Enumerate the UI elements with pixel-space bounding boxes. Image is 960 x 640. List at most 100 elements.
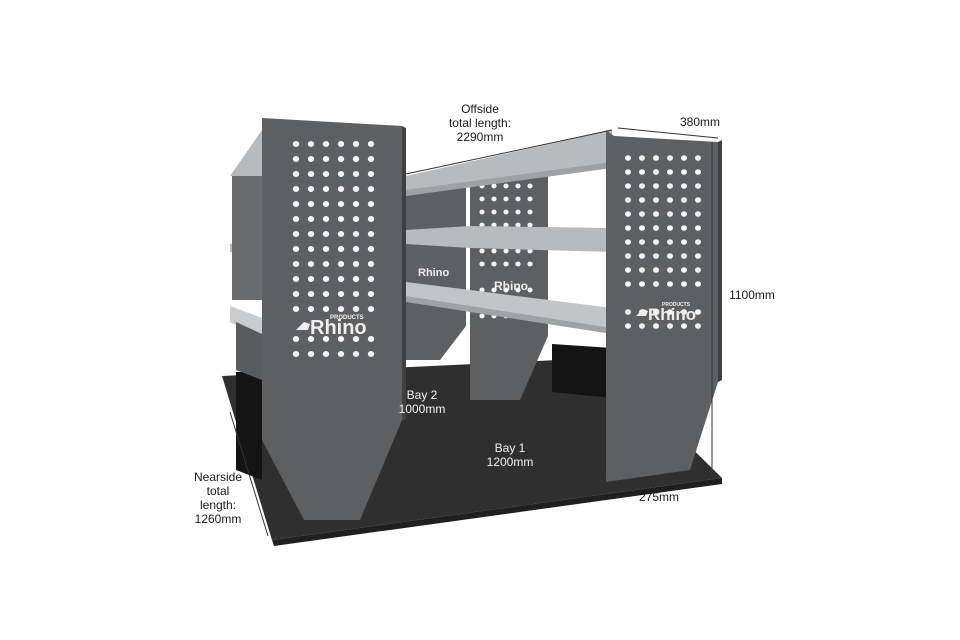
left-shelf-panel-back (232, 176, 262, 300)
perforation-hole (527, 248, 533, 254)
perforation-hole (491, 287, 497, 293)
perforation-hole (292, 156, 300, 162)
perforation-hole (479, 248, 485, 254)
perforation-hole (337, 351, 345, 357)
perforation-hole (681, 197, 687, 203)
perforation-hole (625, 211, 631, 217)
perforation-hole (625, 323, 631, 329)
perforation-hole (681, 239, 687, 245)
perforation-hole (479, 313, 485, 319)
nearside-label-line3: length: (199, 498, 237, 512)
perforation-hole (527, 209, 533, 215)
perforation-hole (337, 216, 345, 222)
perforation-hole (667, 169, 673, 175)
perforation-hole (503, 183, 509, 189)
bay1-label: Bay 1 1200mm (470, 441, 550, 469)
perforation-hole (681, 155, 687, 161)
perforation-hole (681, 267, 687, 273)
perforation-hole (681, 253, 687, 259)
rhino-logo-left-tagline: PRODUCTS (330, 315, 364, 321)
perforation-hole (667, 253, 673, 259)
perforation-hole (625, 225, 631, 231)
perforation-hole (639, 169, 645, 175)
rhino-logo-bay2: Rhino (418, 267, 449, 279)
perforation-hole (292, 201, 300, 207)
rhino-logo-mid: Rhino (494, 279, 528, 293)
left-upright-perforations (292, 141, 375, 357)
perforation-hole (515, 261, 521, 267)
perforation-hole (503, 209, 509, 215)
perforation-hole (681, 225, 687, 231)
bay1-label-name: Bay 1 (494, 441, 526, 455)
perforation-hole (491, 183, 497, 189)
perforation-hole (367, 156, 375, 162)
perforation-hole (322, 201, 330, 207)
bay1-label-value: 1200mm (486, 455, 534, 469)
perforation-hole (667, 211, 673, 217)
depth-dimension-line (617, 127, 719, 139)
perforation-hole (322, 336, 330, 342)
perforation-hole (322, 171, 330, 177)
perforation-hole (337, 246, 345, 252)
perforation-hole (695, 253, 701, 259)
perforation-hole (527, 183, 533, 189)
nearside-label-line1: Nearside (193, 470, 243, 484)
perforation-hole (491, 261, 497, 267)
perforation-hole (667, 225, 673, 231)
offside-length-label: Offside total length: 2290mm (430, 102, 530, 144)
perforation-hole (653, 323, 659, 329)
shelf-middle (406, 226, 612, 252)
perforation-hole (667, 267, 673, 273)
perforation-hole (307, 141, 315, 147)
perforation-hole (367, 186, 375, 192)
base-block-right (552, 344, 612, 398)
perforation-hole (337, 336, 345, 342)
perforation-hole (352, 141, 360, 147)
perforation-hole (681, 309, 687, 315)
perforation-hole (352, 276, 360, 282)
perforation-hole (337, 306, 345, 312)
rhino-logo-right-brand: Rhino (648, 305, 696, 324)
perforation-hole (681, 169, 687, 175)
perforation-hole (367, 141, 375, 147)
perforation-hole (322, 156, 330, 162)
perforation-hole (695, 309, 701, 315)
perforation-hole (367, 201, 375, 207)
perforation-hole (307, 351, 315, 357)
perforation-hole (653, 281, 659, 287)
perforation-hole (307, 306, 315, 312)
base-depth-label: 275mm (638, 490, 679, 504)
left-upright-edge (402, 126, 406, 420)
perforation-hole (695, 323, 701, 329)
perforation-hole (307, 156, 315, 162)
nearside-length-label: Nearside total length: 1260mm (178, 470, 258, 526)
perforation-hole (695, 155, 701, 161)
perforation-hole (639, 239, 645, 245)
perforation-hole (625, 155, 631, 161)
perforation-hole (352, 306, 360, 312)
perforation-hole (322, 141, 330, 147)
perforation-hole (625, 183, 631, 189)
perforation-hole (292, 216, 300, 222)
perforation-hole (695, 281, 701, 287)
perforation-hole (352, 336, 360, 342)
perforation-hole (307, 276, 315, 282)
perforation-hole (625, 197, 631, 203)
rhino-head-icon (636, 309, 648, 316)
rhino-logo-right-tagline: PRODUCTS (662, 302, 691, 308)
perforation-hole (367, 231, 375, 237)
perforation-hole (352, 171, 360, 177)
perforation-hole (667, 197, 673, 203)
perforation-hole (653, 197, 659, 203)
perforation-hole (367, 171, 375, 177)
bay2-dimension-line (407, 371, 469, 407)
dimension-lines (229, 127, 719, 537)
offside-label-line3: 2290mm (456, 130, 504, 144)
perforation-hole (307, 291, 315, 297)
perforation-hole (667, 323, 673, 329)
perforation-hole (653, 225, 659, 231)
perforation-hole (653, 239, 659, 245)
perforation-hole (653, 253, 659, 259)
perforation-hole (503, 261, 509, 267)
right-upright-edge (718, 140, 722, 382)
